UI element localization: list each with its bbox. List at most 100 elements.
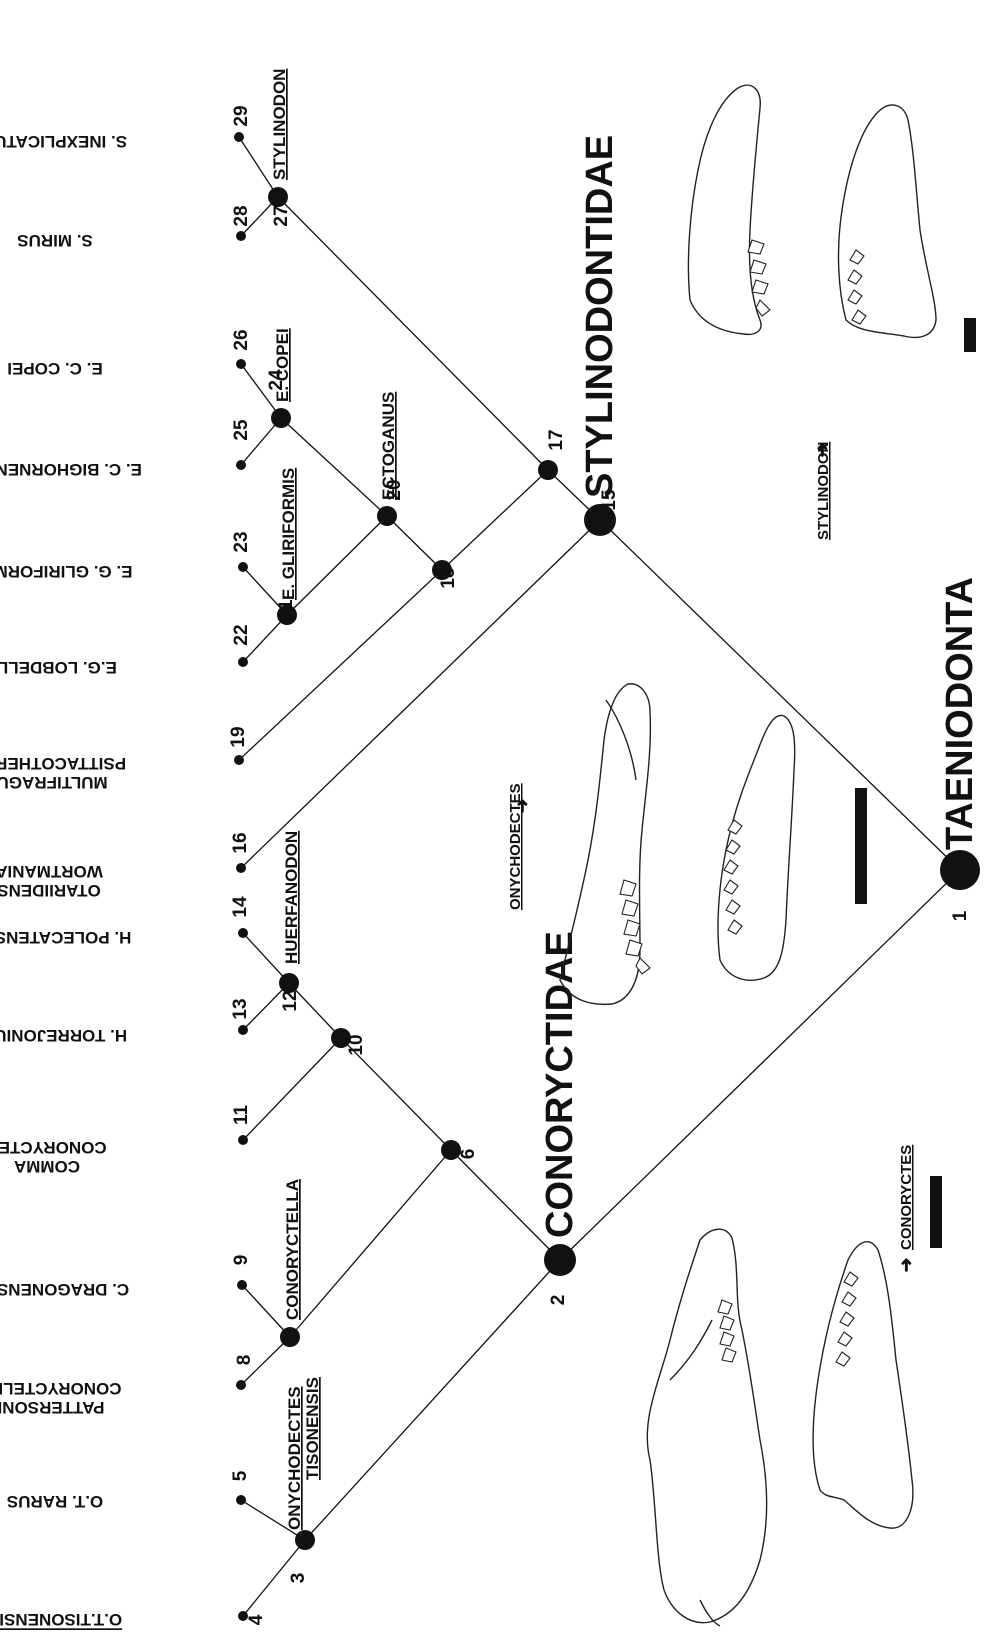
terminal-dot-28 [236, 231, 246, 241]
node-number-22: 22 [231, 624, 252, 645]
terminal-dot-26 [236, 359, 246, 369]
terminal-8-label-a: CONORYCTELLA [0, 1379, 122, 1398]
node-number-20: 20 [384, 479, 405, 500]
node-number-14: 14 [230, 896, 251, 918]
node-number-10: 10 [346, 1034, 367, 1055]
onychodectes-mandible-drawing [717, 714, 796, 981]
node-number-17: 17 [546, 429, 567, 450]
terminal-16-label-b: OTARIIDENS [0, 881, 101, 900]
terminal-4-label: O.T.TISONENSIS [0, 1610, 122, 1629]
node-number-29: 29 [231, 105, 252, 126]
node-number-12: 12 [280, 990, 301, 1011]
jaw-label-conorcytes: CONORYCTES [898, 1145, 915, 1250]
stylinodon-mandible-drawing [837, 104, 937, 339]
family-label-conoryctidae: CONORYCTIDAE [539, 931, 581, 1238]
node-27-dot [268, 187, 288, 207]
terminal-14-label: H. POLECATENSIS [0, 928, 131, 947]
family-label-stylinodontidae: STYLINODONTIDAE [579, 135, 621, 498]
terminal-5-label: O.T. RARUS [7, 1492, 103, 1511]
terminal-28-label: S. MIRUS [17, 231, 93, 250]
terminal-26-label: E. C. COPEI [7, 359, 102, 378]
node-7-dot [280, 1327, 300, 1347]
terminal-dot-25 [236, 460, 246, 470]
terminal-dot-8 [236, 1380, 246, 1390]
node-1-dot [940, 850, 980, 890]
genus-label-conoryctella: CONORYCTELLA [283, 1179, 302, 1320]
node-number-28: 28 [231, 205, 252, 226]
node-number-26: 26 [231, 329, 252, 350]
node-number-3: 3 [288, 1573, 309, 1584]
node-12-dot [279, 973, 299, 993]
node-3-dot [295, 1530, 315, 1550]
node-number-4: 4 [246, 1614, 267, 1625]
jaw-label-stylinodon: STYLINODON [815, 442, 832, 540]
node-10-dot [331, 1028, 351, 1048]
terminal-9-label: C. DRAGONENSIS [0, 1280, 129, 1299]
terminal-dot-22 [238, 657, 248, 667]
terminal-16-label-a: WORTMANIA [0, 862, 103, 881]
scale-bar-stylinodon [964, 318, 976, 352]
jaw-labels: ONYCHODECTES ➜ CONORYCTES ➜ STYLINODON ➜ [507, 442, 916, 1273]
conoryctes-skull-drawing [646, 1228, 768, 1627]
node-number-2: 2 [548, 1295, 569, 1306]
genus-label-huerfanodon: HUERFANODON [282, 831, 301, 964]
node-number-11: 11 [231, 1105, 252, 1126]
node-21-dot [277, 605, 297, 625]
stylinodon-arrow-icon: ➜ [812, 442, 832, 457]
terminal-8-label-b: PATTERSONI [0, 1398, 105, 1417]
terminal-dot-29 [234, 132, 244, 142]
terminal-29-label: S. INEXPLICATUS [0, 132, 127, 151]
family-labels: TAENIODONTA CONORYCTIDAE STYLINODONTIDAE [539, 135, 981, 1238]
node-number-5: 5 [230, 1470, 251, 1481]
genus-label-onychodectes: ONYCHODECTES [285, 1386, 304, 1530]
terminal-dot-16 [236, 863, 246, 873]
terminal-13-label: H. TORREJONIUS [0, 1026, 127, 1045]
node-2-dot [544, 1244, 576, 1276]
terminal-dot-11 [238, 1135, 248, 1145]
genus-label-e-copei: E. COPEI [273, 328, 292, 402]
node-20-dot [377, 506, 397, 526]
node-number-27: 27 [271, 205, 292, 226]
terminal-25-label: E. C. BIGHORNENSIS [0, 460, 142, 479]
node-number-6: 6 [458, 1149, 479, 1160]
stylinodon-skull-drawing [687, 84, 771, 336]
node-number-16: 16 [230, 832, 251, 853]
conoryctes-mandible-drawing [812, 1241, 914, 1529]
genus-label-tisonensis: TISONENSIS [303, 1377, 322, 1480]
terminal-dot-19 [234, 755, 244, 765]
terminal-dot-23 [238, 562, 248, 572]
node-number-23: 23 [231, 531, 252, 552]
node-6-dot [441, 1140, 461, 1160]
node-number-18: 18 [438, 567, 459, 588]
terminal-dot-9 [237, 1280, 247, 1290]
terminal-11-label-a: CONORYCTES [0, 1138, 107, 1157]
node-18-dot [432, 560, 452, 580]
node-number-15: 15 [599, 489, 620, 511]
node-number-19: 19 [228, 726, 249, 747]
node-number-9: 9 [231, 1255, 252, 1266]
conoryctes-arrow-icon: ➜ [896, 1257, 916, 1272]
genus-label-e-gliriformis: E. GLIRIFORMIS [279, 468, 298, 600]
terminal-11-label-b: COMMA [14, 1157, 80, 1176]
terminal-dot-14 [238, 928, 248, 938]
onychodectes-arrow-icon: ➜ [512, 798, 532, 813]
terminal-23-label: E. G. GLIRIFORMIS [0, 562, 132, 581]
genus-labels: ONYCHODECTES TISONENSIS CONORYCTELLA HUE… [270, 69, 398, 1530]
terminal-dot-5 [236, 1495, 246, 1505]
terminal-19-label-b: MULTIFRAGUM [0, 773, 108, 792]
node-24-dot [271, 408, 291, 428]
node-number-13: 13 [230, 998, 251, 1019]
node-dots [234, 132, 980, 1621]
node-numbers: 4 3 5 8 9 2 6 11 10 13 12 14 1 16 19 22 … [228, 105, 971, 1625]
node-number-25: 25 [231, 419, 252, 441]
terminal-19-label-a: PSITTACOTHERIUM [0, 754, 126, 773]
node-17-dot [538, 460, 558, 480]
scale-bars [855, 318, 976, 1248]
node-15-dot [584, 504, 616, 536]
family-label-taeniodonta: TAENIODONTA [939, 577, 981, 850]
jaw-label-onychodectes: ONYCHODECTES [507, 783, 524, 910]
terminal-dot-4 [238, 1611, 248, 1621]
genus-label-stylinodon: STYLINODON [270, 69, 289, 180]
